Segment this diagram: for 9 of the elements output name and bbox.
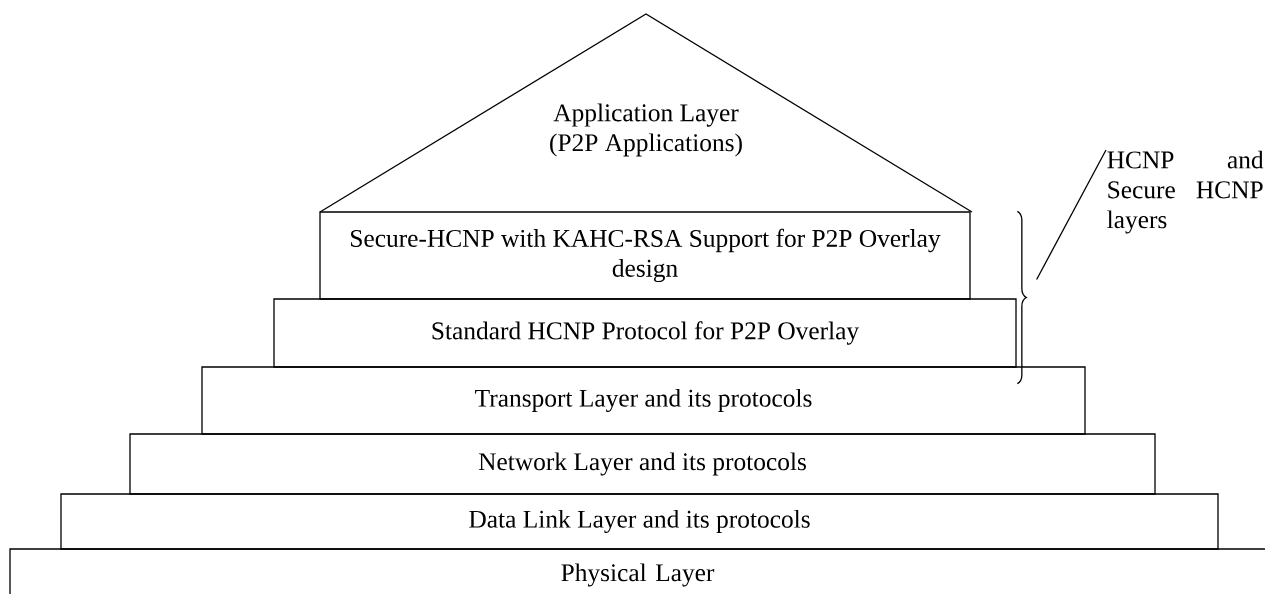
layer-box: Secure-HCNP with KAHC-RSA Support for P2P Overlay design [319,211,971,300]
base-layer: Physical Layer [9,548,1265,594]
layer-box: Network Layer and its protocols [129,433,1156,495]
layer-box: Transport Layer and its protocols [201,366,1086,435]
layer-box: Standard HCNP Protocol for P2P Overlay [273,298,1017,368]
callout-text: HCNP and Secure HCNP layers [1107,150,1264,234]
layer-box: Data Link Layer and its protocols [60,493,1219,550]
curly-brace [1016,210,1027,385]
leader-line [1036,149,1107,281]
